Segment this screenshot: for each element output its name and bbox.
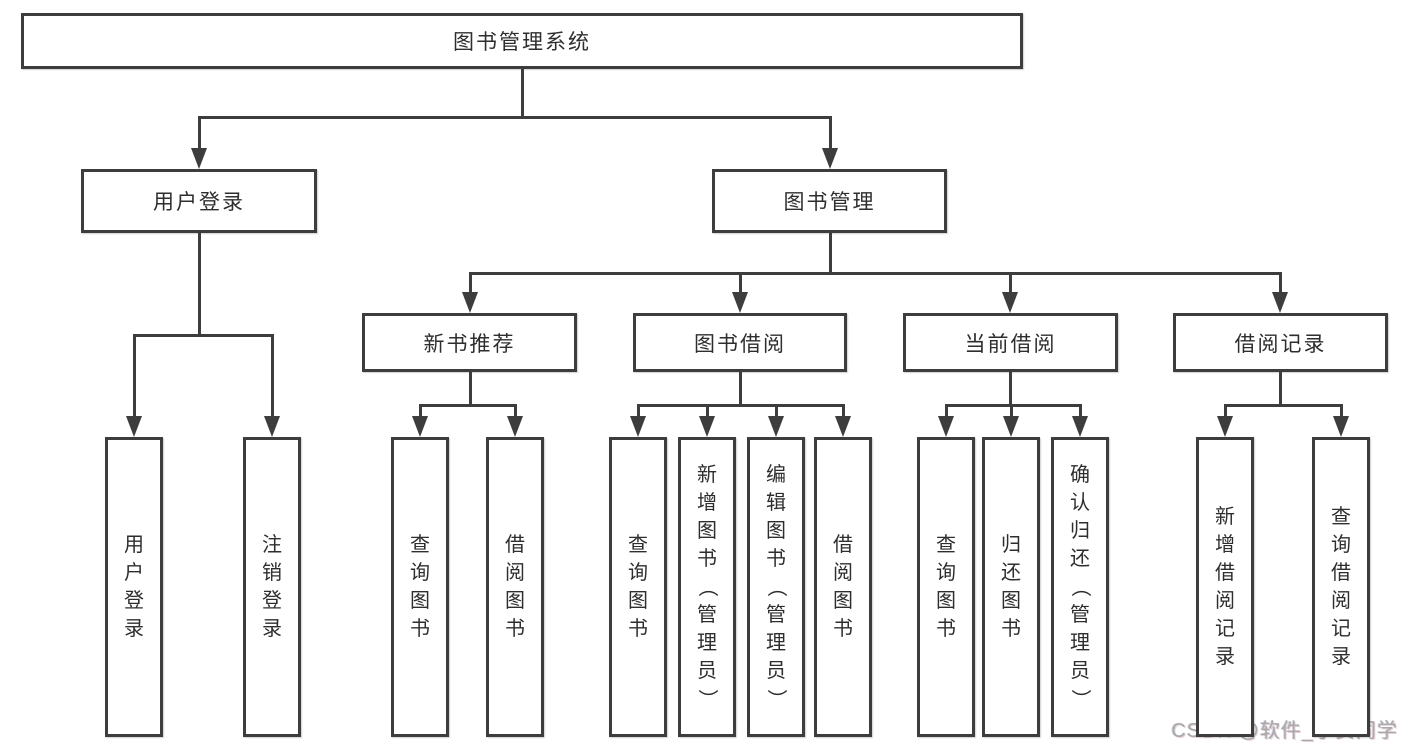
node-leaf-user-login: 用户登录	[105, 437, 163, 737]
connector-line	[270, 335, 274, 431]
node-leaf-recommend-borrow-books: 借阅图书	[486, 437, 544, 737]
arrow-down-icon	[1003, 416, 1019, 437]
node-label-library-management-system: 图书管理系统	[453, 31, 591, 54]
node-label-current-borrowing: 当前借阅	[964, 332, 1057, 356]
arrow-down-icon	[507, 416, 523, 437]
arrow-down-icon	[126, 416, 142, 437]
connector-line	[828, 117, 832, 163]
arrow-down-icon	[732, 292, 748, 313]
connector-line	[468, 271, 1282, 275]
node-label-leaf-recommend-query-books: 查询图书	[410, 534, 430, 640]
node-borrowing-records: 借阅记录	[1173, 313, 1388, 372]
node-label-leaf-logout: 注销登录	[262, 534, 282, 640]
arrow-down-icon	[768, 416, 784, 437]
connector-line	[197, 233, 201, 337]
node-leaf-current-query-books: 查询图书	[917, 437, 975, 737]
node-label-leaf-borrowing-borrow-books: 借阅图书	[833, 534, 853, 640]
node-leaf-record-add-borrow-record: 新增借阅记录	[1196, 437, 1254, 737]
node-label-leaf-user-login: 用户登录	[124, 534, 144, 640]
arrow-down-icon	[191, 148, 207, 169]
node-label-leaf-recommend-borrow-books: 借阅图书	[505, 534, 525, 640]
connector-line	[418, 403, 517, 407]
arrow-down-icon	[938, 416, 954, 437]
node-label-book-management: 图书管理	[783, 191, 876, 214]
connector-line	[1278, 273, 1282, 307]
node-leaf-recommend-query-books: 查询图书	[391, 437, 449, 737]
node-leaf-borrowing-query-books: 查询图书	[609, 437, 667, 737]
arrow-down-icon	[630, 416, 646, 437]
node-book-borrowing: 图书借阅	[633, 313, 847, 372]
node-library-management-system: 图书管理系统	[21, 13, 1023, 69]
arrow-down-icon	[462, 292, 478, 313]
connector-line	[1008, 273, 1012, 307]
node-user-login: 用户登录	[81, 169, 317, 233]
arrow-down-icon	[1217, 416, 1233, 437]
node-label-leaf-borrowing-query-books: 查询图书	[628, 534, 648, 640]
node-label-borrowing-records: 借阅记录	[1234, 332, 1327, 356]
node-label-leaf-current-confirm-return-admin: 确认归还（管理员）	[1069, 464, 1091, 709]
connector-line	[132, 333, 274, 337]
node-leaf-borrowing-borrow-books: 借阅图书	[814, 437, 872, 737]
node-leaf-record-query-borrow-record: 查询借阅记录	[1312, 437, 1370, 737]
node-label-user-login: 用户登录	[153, 191, 245, 214]
node-current-borrowing: 当前借阅	[903, 313, 1118, 372]
connector-line	[1278, 372, 1282, 407]
arrow-down-icon	[822, 148, 838, 169]
arrow-down-icon	[1333, 416, 1349, 437]
connector-line	[1008, 372, 1012, 407]
node-label-leaf-record-query-borrow-record: 查询借阅记录	[1331, 506, 1351, 668]
node-book-management: 图书管理	[712, 169, 947, 233]
arrow-down-icon	[1002, 292, 1018, 313]
node-label-new-book-recommend: 新书推荐	[423, 332, 516, 356]
node-label-leaf-record-add-borrow-record: 新增借阅记录	[1215, 506, 1235, 668]
connector-line	[468, 372, 472, 407]
node-leaf-current-return-books: 归还图书	[982, 437, 1040, 737]
arrow-down-icon	[835, 416, 851, 437]
connector-line	[828, 233, 832, 275]
node-new-book-recommend: 新书推荐	[362, 313, 577, 372]
node-label-leaf-current-query-books: 查询图书	[936, 534, 956, 640]
node-label-leaf-borrowing-edit-books-admin: 编辑图书（管理员）	[765, 464, 787, 709]
node-leaf-logout: 注销登录	[243, 437, 301, 737]
connector-line	[944, 403, 1082, 407]
arrow-down-icon	[1072, 416, 1088, 437]
node-leaf-borrowing-edit-books-admin: 编辑图书（管理员）	[747, 437, 805, 737]
arrow-down-icon	[412, 416, 428, 437]
connector-line	[132, 335, 136, 431]
connector-line	[197, 117, 201, 163]
connector-line	[738, 372, 742, 407]
arrow-down-icon	[264, 416, 280, 437]
node-label-book-borrowing: 图书借阅	[694, 332, 786, 356]
arrow-down-icon	[1272, 292, 1288, 313]
node-leaf-current-confirm-return-admin: 确认归还（管理员）	[1051, 437, 1109, 737]
node-label-leaf-current-return-books: 归还图书	[1001, 534, 1021, 640]
connector-line	[1223, 403, 1343, 407]
node-leaf-borrowing-add-books-admin: 新增图书（管理员）	[678, 437, 736, 737]
node-label-leaf-borrowing-add-books-admin: 新增图书（管理员）	[696, 464, 718, 709]
connector-line	[738, 273, 742, 307]
arrow-down-icon	[699, 416, 715, 437]
connector-line	[197, 115, 832, 119]
connector-line	[636, 403, 845, 407]
connector-line	[520, 69, 524, 119]
connector-line	[468, 273, 472, 307]
